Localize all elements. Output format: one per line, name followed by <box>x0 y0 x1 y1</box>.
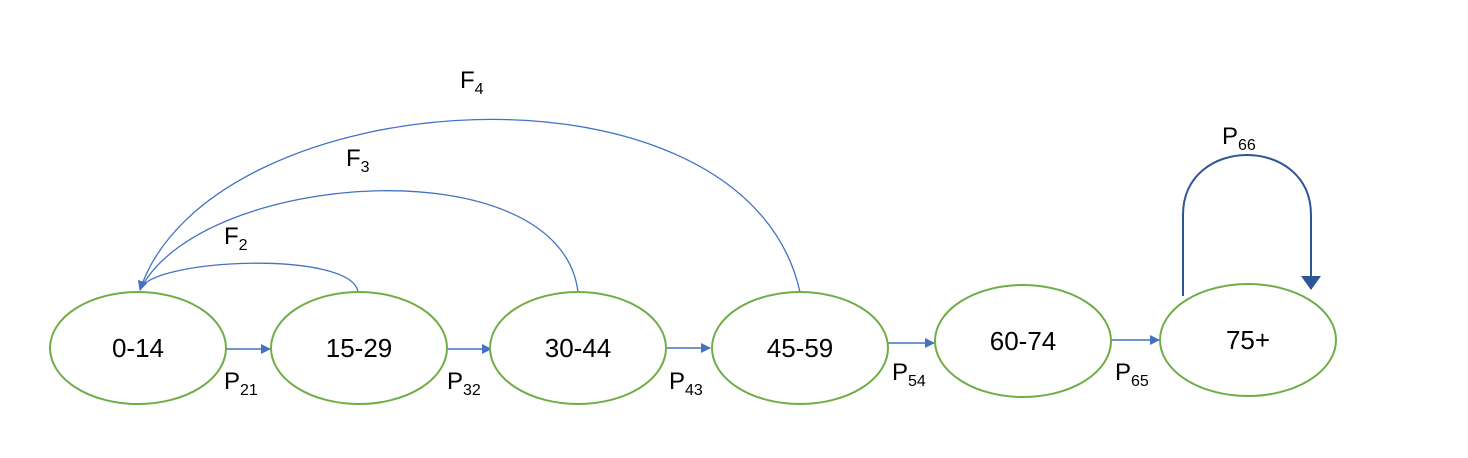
label-f2-main: F <box>224 223 239 250</box>
node-75-plus: 75+ <box>1159 283 1337 397</box>
node-60-74: 60-74 <box>934 284 1112 398</box>
label-p65: P65 <box>1115 359 1149 390</box>
arc-f2 <box>137 262 359 293</box>
node-label: 15-29 <box>326 333 393 363</box>
label-f4: F4 <box>460 67 484 98</box>
label-p32-sub: 32 <box>463 382 481 399</box>
label-p66-main: P <box>1222 123 1238 150</box>
label-p43: P43 <box>669 368 703 399</box>
node-0-14: 0-14 <box>49 291 227 405</box>
label-f4-main: F <box>460 67 475 94</box>
label-p54-main: P <box>892 359 908 386</box>
node-label: 75+ <box>1226 325 1270 355</box>
label-p32-main: P <box>447 368 463 395</box>
label-p54: P54 <box>892 359 926 390</box>
arc-f3 <box>139 190 579 293</box>
label-p65-main: P <box>1115 359 1131 386</box>
label-p65-sub: 65 <box>1131 373 1149 390</box>
label-p21-sub: 21 <box>240 382 258 399</box>
label-f2-sub: 2 <box>239 237 248 254</box>
node-45-59: 45-59 <box>711 291 889 405</box>
label-p21: P21 <box>224 368 258 399</box>
label-p54-sub: 54 <box>908 373 926 390</box>
node-label: 45-59 <box>767 333 834 363</box>
label-p43-sub: 43 <box>685 382 703 399</box>
arc-f4 <box>139 118 801 293</box>
label-p66: P66 <box>1222 123 1256 154</box>
node-15-29: 15-29 <box>270 291 448 405</box>
label-f3-main: F <box>346 145 361 172</box>
node-label: 30-44 <box>545 333 612 363</box>
label-p21-main: P <box>224 368 240 395</box>
transition-arrows <box>226 335 1160 354</box>
node-30-44: 30-44 <box>489 291 667 405</box>
label-f2: F2 <box>224 223 248 254</box>
label-p32: P32 <box>447 368 481 399</box>
self-loop-75-plus <box>1182 154 1321 296</box>
label-f3: F3 <box>346 145 370 176</box>
node-label: 60-74 <box>990 326 1057 356</box>
fertility-arcs <box>137 118 801 293</box>
label-f3-sub: 3 <box>361 159 370 176</box>
label-f4-sub: 4 <box>475 81 484 98</box>
node-label: 0-14 <box>112 333 164 363</box>
label-p43-main: P <box>669 368 685 395</box>
label-p66-sub: 66 <box>1238 137 1256 154</box>
